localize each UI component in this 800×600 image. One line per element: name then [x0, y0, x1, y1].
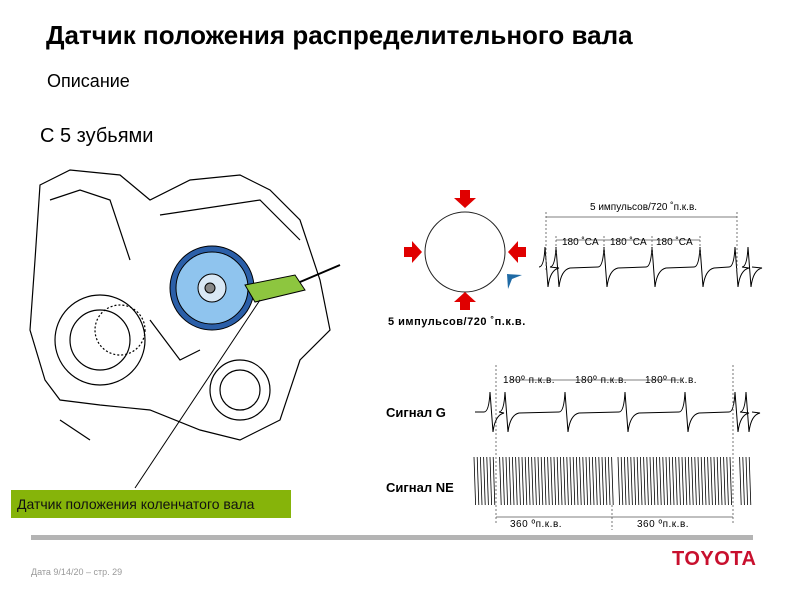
signal-g-label: Сигнал G: [386, 405, 446, 420]
ne-interval-label: 360 ºп.к.в.: [637, 519, 690, 530]
cam-gear: [169, 245, 255, 331]
signal-ne-label: Сигнал NE: [386, 480, 454, 495]
sensor-arrow-icon: [507, 274, 522, 289]
arrow-up-icon: [454, 292, 476, 310]
cam-rotor-diagram: [404, 190, 526, 310]
interval-label: 180 ˚CA: [562, 237, 599, 248]
g-interval-label: 180º п.к.в.: [645, 375, 698, 386]
crank-sensor-label: Датчик положения коленчатого вала: [11, 490, 291, 518]
pulses-top-label: 5 импульсов/720 ˚п.к.в.: [590, 202, 698, 213]
cam-pulse-waveform: [538, 246, 763, 288]
g-interval-label: 180º п.к.в.: [575, 375, 628, 386]
ne-interval-label: 360 ºп.к.в.: [510, 519, 563, 530]
subtitle: Описание: [47, 71, 130, 91]
leader-line: [134, 299, 261, 489]
teeth-label: С 5 зубьями: [40, 125, 154, 147]
engine-illustration: [29, 169, 331, 441]
footer-date: Дата 9/14/20 – стр. 29: [31, 567, 123, 577]
g-interval-label: 180º п.к.в.: [503, 375, 556, 386]
arrow-left-icon: [508, 241, 526, 263]
signal-g-waveform: [475, 391, 761, 433]
page-title: Датчик положения распределительного вала: [46, 20, 633, 50]
pulses-bottom-label: 5 импульсов/720 ˚п.к.в.: [388, 316, 526, 328]
arrow-icons: [404, 190, 526, 310]
signal-ne-waveform: [473, 456, 752, 506]
arrow-down-icon: [454, 190, 476, 208]
footer-divider: [31, 535, 753, 540]
arrow-right-icon: [404, 241, 422, 263]
toyota-logo: TOYOTA: [672, 548, 757, 570]
interval-label: 180 ˚CA: [656, 237, 693, 248]
sensor: [244, 264, 341, 303]
interval-label: 180 ˚CA: [610, 237, 647, 248]
